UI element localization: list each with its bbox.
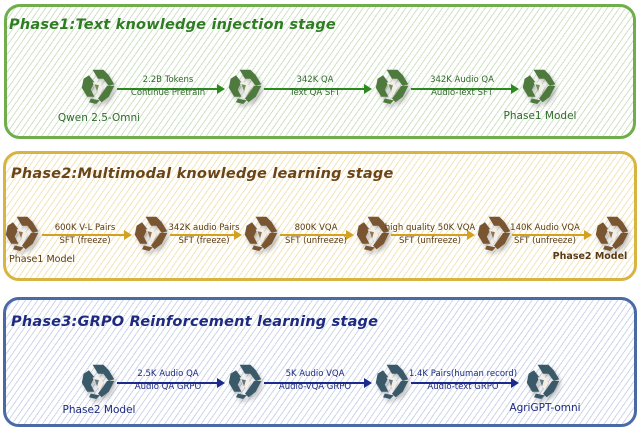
phase2-title: Phase2:Multimodal knowledge learning sta… xyxy=(11,166,394,182)
phase3-title: Phase3:GRPO Reinforcement learning stage xyxy=(11,314,379,330)
edge-arrow xyxy=(117,378,225,388)
qwen-logo-icon xyxy=(227,363,263,399)
edge-arrow xyxy=(411,84,519,94)
phase3-panel xyxy=(3,297,637,427)
qwen-logo-icon xyxy=(521,68,557,104)
edge-arrow xyxy=(512,230,592,240)
qwen-logo-icon xyxy=(133,215,169,251)
node-label: Phase2 Model xyxy=(62,404,136,416)
qwen-logo-icon xyxy=(227,68,263,104)
edge-arrow xyxy=(264,84,372,94)
qwen-logo-icon xyxy=(594,215,630,251)
qwen-logo-icon xyxy=(80,363,116,399)
node-label: AgriGPT-omni xyxy=(509,402,581,414)
edge-arrow xyxy=(411,378,519,388)
edge-label: 1.4K Pairs(human record)Audio-text GRPO xyxy=(408,369,518,392)
edge-arrow xyxy=(391,230,475,240)
phase2-panel xyxy=(3,151,637,281)
qwen-logo-icon xyxy=(374,68,410,104)
node-label: Phase1 Model xyxy=(9,254,75,265)
phase1-panel xyxy=(4,4,636,139)
edge-arrow xyxy=(280,230,354,240)
edge-arrow xyxy=(117,84,225,94)
qwen-logo-icon xyxy=(525,363,561,399)
phase1-title: Phase1:Text knowledge injection stage xyxy=(9,17,336,33)
node-label: Phase1 Model xyxy=(503,110,577,122)
edge-arrow xyxy=(170,230,242,240)
qwen-logo-icon xyxy=(374,363,410,399)
edge-arrow xyxy=(264,378,372,388)
node-label: Qwen 2.5-Omni xyxy=(57,112,141,124)
qwen-logo-icon xyxy=(476,215,512,251)
qwen-logo-icon xyxy=(4,215,40,251)
qwen-logo-icon xyxy=(243,215,279,251)
edge-arrow xyxy=(42,230,132,240)
node-label: Phase2 Model xyxy=(552,251,628,262)
qwen-logo-icon xyxy=(80,68,116,104)
